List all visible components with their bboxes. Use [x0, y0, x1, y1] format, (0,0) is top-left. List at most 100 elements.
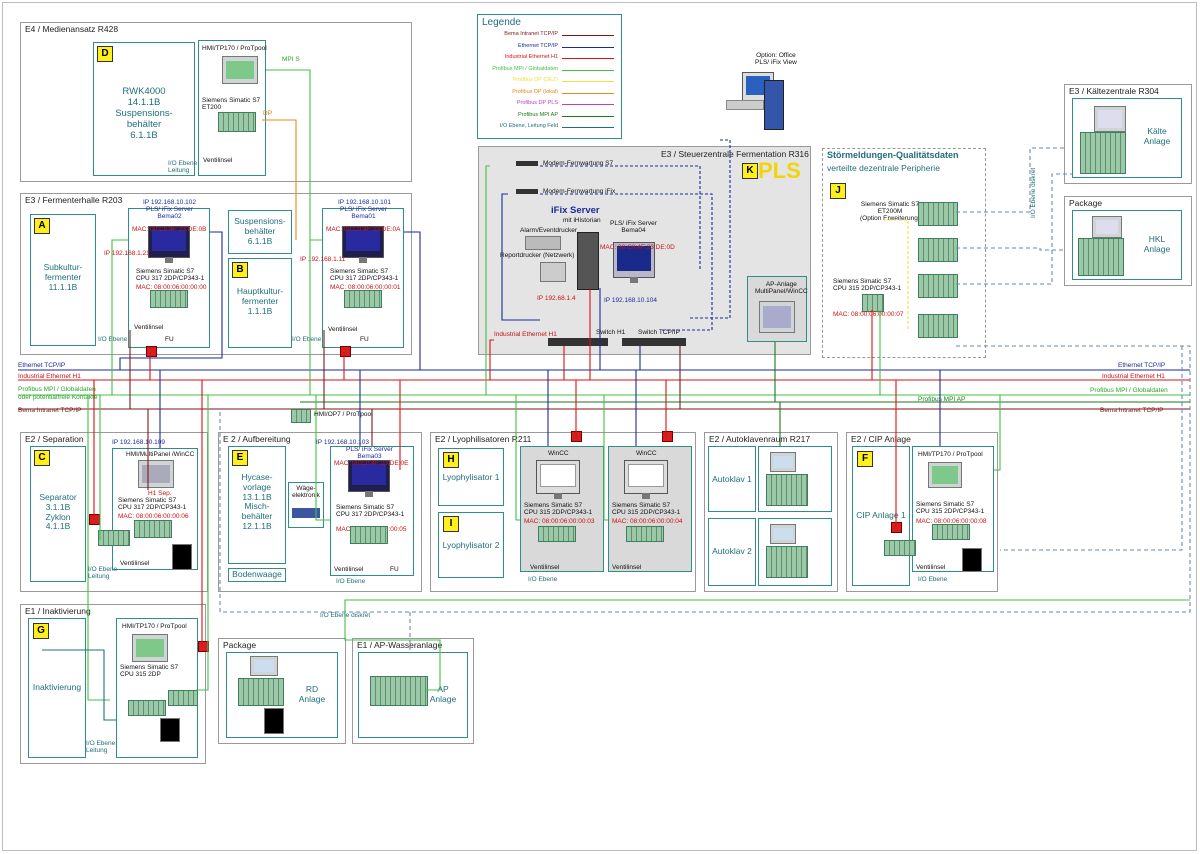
plc-icon [134, 520, 172, 538]
area-title: E2 / CIP Anlage [851, 434, 911, 444]
plc-icon [932, 524, 970, 540]
fu-label: FU [360, 336, 369, 343]
unit-text: RWK4000 14.1.1B Suspensions- behälter 6.… [115, 86, 173, 141]
legend-item: Profibus DP (DEZ) [480, 77, 618, 87]
unit-text: Suspensions- behälter 6.1.1B [234, 216, 286, 246]
legend-item: I/O Ebene, Leitung Feld [480, 123, 618, 133]
tag-i: I [443, 516, 459, 532]
pls-server-label: PLS/ iFix Server Bema02 [146, 206, 193, 221]
io-label: I/O Ebene [528, 576, 558, 583]
modem-icon [516, 189, 538, 194]
ventilinsel-label: Ventilinsel [134, 324, 164, 331]
hmi-label: HMI/TP170 / ProTpool [122, 623, 187, 630]
io-leitung-label: I/O Ebene Leitung [168, 160, 198, 175]
keypad-icon [172, 544, 192, 570]
multipanel-icon [759, 301, 795, 333]
hmi-panel-icon [1092, 216, 1122, 238]
pc-monitor-icon [536, 460, 580, 499]
switch-icon [622, 338, 686, 346]
ventilinsel-label: Ventilinsel [530, 564, 560, 571]
unit-text: CIP Anlage 1 [856, 510, 906, 520]
io-label: I/O Ebene [98, 336, 128, 343]
plc-icon [150, 290, 188, 308]
pc-monitor-icon [613, 242, 655, 283]
legend: Legende Bema Intranet TCP/IP Ethernet TCP… [477, 14, 622, 139]
io-diskret-label: I/O Ebene diskret [320, 612, 371, 619]
io-leitung-label: I/O Ebene Leitung [86, 740, 116, 755]
plc-icon [370, 676, 428, 706]
h1-connector-icon [146, 346, 157, 357]
unit-autoklav-2: Autoklav 2 [708, 518, 756, 586]
legend-item-label: Profibus DP (DEZ) [512, 77, 558, 83]
io-leitung-label: I/O Ebene Leitung [88, 566, 118, 581]
hmi-panel-icon [132, 634, 168, 662]
unit-text: Lyophylisator 1 [442, 472, 500, 482]
mac-label: MAC: 00:C0:4F:23:DE:0E [334, 460, 409, 467]
plc-icon [344, 290, 382, 308]
switch-label: Switch TCP/IP [638, 329, 680, 336]
unit-text: Hauptkultur- fermenter 1.1.1B [236, 286, 284, 316]
legend-item-swatch [562, 127, 614, 128]
hmi-panel-icon [138, 460, 174, 488]
legend-item: Ethernet TCP/IP [480, 43, 618, 53]
legend-item: Profibus DP (lokal) [480, 89, 618, 99]
legend-item: Profibus MPI AP [480, 112, 618, 122]
area-title: E1 / AP-Wasseranlage [357, 640, 443, 650]
io-label: I/O Ebene [918, 576, 948, 583]
bus-label-ethernet-right: Ethernet TCP/IP [1118, 362, 1166, 369]
tag-h: H [443, 452, 459, 468]
legend-item: Industrial Ethernet H1 [480, 54, 618, 64]
pc-monitor-icon [624, 460, 668, 499]
et200m-label: Siemens Simatic S7 ET200M (Option Erweit… [860, 201, 920, 223]
plc-cabinet-b [322, 208, 404, 348]
unit-text: Autoklav 2 [712, 546, 752, 556]
bus-label-mpi-right: Profibus MPI / Globaldaten [1090, 387, 1168, 394]
area-title: E2 / Lyophilisatoren R211 [435, 434, 532, 444]
mac-label: MAC: 08:00:06:00:00:00 [136, 284, 207, 291]
ip-label: IP 192.168.10.104 [604, 297, 658, 304]
ip-label: IP 192.168.1.11 [300, 256, 346, 263]
plc-icon [766, 546, 808, 578]
area-subtitle: verteilte dezentrale Peripherie [827, 163, 940, 173]
ventilinsel-label: Ventilinsel [120, 560, 150, 567]
area-title: Package [1069, 198, 1103, 208]
plc-icon [1080, 132, 1126, 174]
pc-monitor-icon [348, 460, 390, 497]
legend-item-label: I/O Ebene, Leitung Feld [499, 123, 558, 129]
plc-icon [918, 238, 958, 262]
ifix-server-title: iFix Server [551, 205, 600, 216]
unit-text: Inaktivierung [32, 682, 82, 692]
dp-label: DP [263, 110, 273, 117]
unit-text: Separator 3.1.1B Zyklon 4.1.1B [39, 492, 77, 532]
hmi-panel-icon [770, 524, 796, 544]
mac-label: MAC: 08:00:06:00:00:07 [833, 311, 904, 318]
legend-item: Profibus MPI / Globaldaten [480, 66, 618, 76]
ventilinsel-label: Ventilinsel [328, 326, 358, 333]
area-title: E1 / Inaktivierung [25, 606, 91, 616]
ip-label: IP 192.68.1.4 [537, 295, 576, 302]
hmi-label: HMI/TP170 / ProTpool [918, 451, 983, 458]
legend-title: Legende [482, 17, 521, 28]
unit-text: Lyophylisator 2 [442, 540, 500, 550]
unit-text: Kälte Anlage [1143, 126, 1171, 146]
mac-label: MAC: 08:00:06:00:00:01 [330, 284, 401, 291]
ip-label: IP 192.168.10.109 [112, 439, 166, 446]
bus-label: Industrial Ethernet H1 [494, 331, 557, 338]
scale-icon [292, 508, 320, 518]
legend-item-swatch [562, 92, 614, 94]
mac-label: MAC: 08:00:06:00:00:03 [524, 518, 595, 525]
tag-c: C [34, 450, 50, 466]
hmi-panel-icon [928, 462, 962, 488]
plc-label: Siemens Simatic S7 CPU 317 2DP/CP343-1 [118, 497, 187, 512]
tag-f: F [857, 451, 873, 467]
bus-label-industrial-right: Industrial Ethernet H1 [1102, 373, 1165, 380]
keypad-icon [160, 718, 180, 742]
unit-f: CIP Anlage 1 [852, 446, 910, 586]
legend-item-swatch [562, 35, 614, 36]
unit-text: AP Anlage [429, 684, 457, 704]
mac-label: MAC: 00:C0:4F:23:DE:0D [600, 244, 675, 251]
legend-item: Bema Intranet TCP/IP [480, 31, 618, 41]
legend-item-label: Profibus MPI / Globaldaten [492, 65, 558, 72]
printer-label: Alarm/Eventdrucker [520, 227, 578, 234]
hmi-panel-icon [250, 656, 278, 676]
